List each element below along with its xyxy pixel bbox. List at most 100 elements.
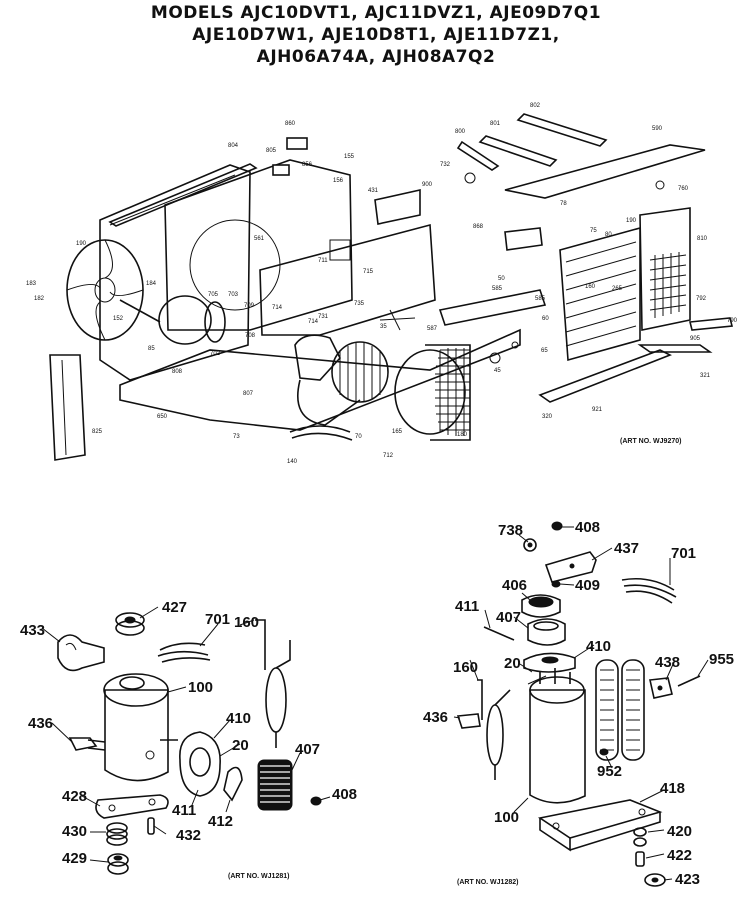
label-801: 801 [490,121,501,127]
condenser-coil [559,226,641,362]
label-410-right: 410 [586,638,611,655]
clip-412 [223,766,243,802]
heater-coil-418 [595,659,645,761]
label-905: 905 [690,336,701,342]
label-408-left: 408 [332,786,357,803]
rail-804 [108,163,258,227]
label-408-right: 408 [575,519,600,536]
wires-701-right [621,577,677,604]
label-708: 708 [245,333,256,339]
fan-blade-190 [66,239,144,341]
part-860 [286,137,308,150]
mounting-rail-320 [538,349,672,403]
label-35: 35 [380,324,387,330]
part-856 [272,164,290,176]
label-436-right: 436 [423,709,448,726]
insulator-407 [257,759,293,811]
label-409: 409 [575,577,600,594]
label-429: 429 [62,850,87,867]
label-45: 45 [494,368,501,374]
label-406: 406 [502,577,527,594]
protector-410 [179,731,221,797]
label-78: 78 [560,201,567,207]
label-800: 800 [455,129,466,135]
part-738 [523,538,537,552]
label-561: 561 [254,236,265,242]
lower-left-compressor-view: 433 427 701 160 436 100 410 20 407 428 4… [20,599,357,880]
label-825: 825 [92,429,103,435]
blower-wheel [296,341,389,426]
bracket-437 [544,551,597,583]
label-856: 856 [302,162,313,168]
label-85: 85 [148,346,155,352]
part-952 [599,748,609,756]
label-804: 804 [228,143,239,149]
pin-432 [147,817,155,835]
rod-411-right [483,626,515,641]
bracket-438 [649,677,673,699]
label-100-left: 100 [188,679,213,696]
label-952: 952 [597,763,622,780]
label-180: 180 [457,432,468,438]
shroud-156 [164,159,353,331]
wiring-harness-70 [289,425,353,441]
grille-180 [394,344,471,441]
label-70: 70 [355,434,362,440]
label-183: 183 [26,281,37,287]
label-587: 587 [427,326,438,332]
label-427: 427 [162,599,187,616]
compressor-100 [87,673,178,782]
nut-408-right [551,521,563,531]
label-714b: 714 [308,319,319,325]
label-140: 140 [287,459,298,465]
label-438: 438 [655,654,680,671]
top-rail-801 [478,135,558,167]
label-428: 428 [62,788,87,805]
label-650: 650 [157,414,168,420]
label-73: 73 [233,434,240,440]
label-955: 955 [709,651,734,668]
base-plate-418 [537,799,663,839]
lower-right-compressor-view: 738 408 437 701 406 409 411 407 410 160 … [423,519,734,888]
bracket-905 [637,344,713,353]
label-155: 155 [344,154,355,160]
nut-409 [551,580,561,588]
washer-423 [644,873,666,887]
bracket-433 [57,634,105,672]
label-20-left: 20 [232,737,249,754]
base-pan-650 [119,328,521,431]
label-807: 807 [243,391,254,397]
label-900: 900 [422,182,433,188]
label-80: 80 [605,232,612,238]
label-437: 437 [614,540,639,557]
label-868: 868 [473,224,484,230]
cover-406 [521,594,561,618]
label-160-right: 160 [453,659,478,676]
side-panel-825 [49,354,86,461]
label-410-left: 410 [226,710,251,727]
label-701-right: 701 [671,545,696,562]
insulator-407-right [527,618,566,646]
label-808: 808 [172,369,183,375]
top-rail-802 [516,113,608,147]
label-321-right: 321 [700,373,711,379]
label-738: 738 [498,522,523,539]
art-number-main: (ART NO. WJ9270) [620,438,681,445]
label-412: 412 [208,813,233,830]
label-709: 709 [244,303,255,309]
main-chassis-view: 802 590 800 801 860 804 805 856 155 156 … [26,103,738,465]
bracket-436-right [456,713,481,729]
label-436-left: 436 [28,715,53,732]
label-75: 75 [590,228,597,234]
label-703: 703 [228,292,239,298]
label-182: 182 [34,296,45,302]
wires-701 [157,642,211,663]
evaporator-coil [639,207,691,331]
label-585b: 585 [535,296,546,302]
label-810: 810 [697,236,708,242]
label-411-left: 411 [172,802,196,819]
grommet-429 [107,853,129,875]
label-320: 320 [542,414,553,420]
label-190-left: 190 [76,241,87,247]
label-423: 423 [675,871,700,888]
